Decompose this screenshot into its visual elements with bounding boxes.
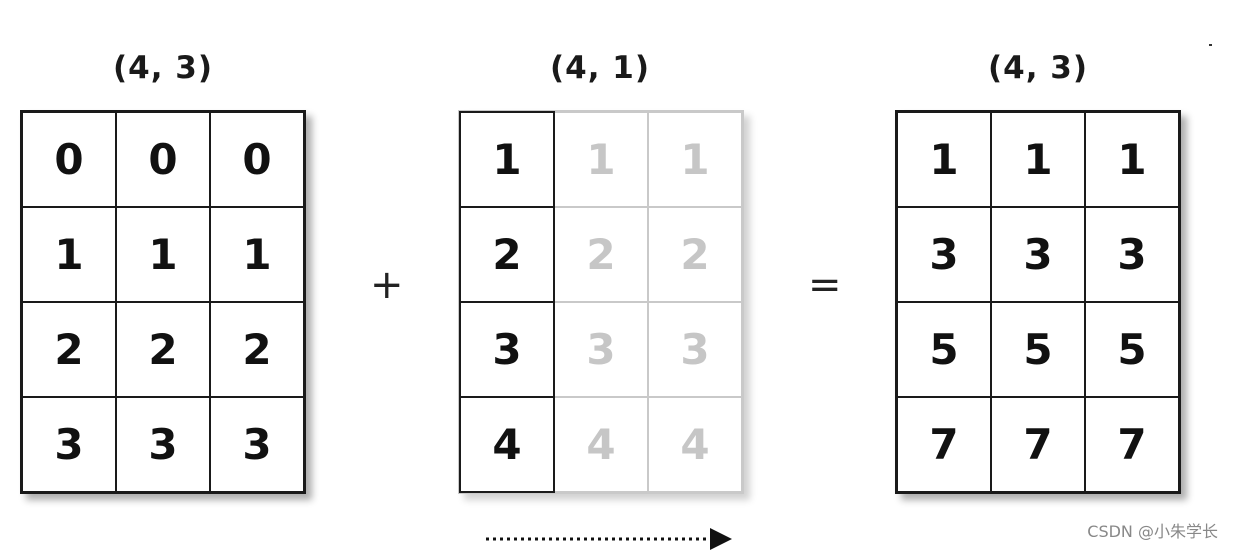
left-cell-r0-c1: 0 <box>115 111 211 208</box>
result-cell-r0-c0: 1 <box>896 111 992 208</box>
result-cell-r1-c2: 3 <box>1084 206 1180 303</box>
left-cell-r1-c1: 1 <box>115 206 211 303</box>
middle-cell-r2-solid: 3 <box>459 301 555 398</box>
middle-cell-r2-broadcast-2: 3 <box>647 301 743 398</box>
left-cell-r2-c1: 2 <box>115 301 211 398</box>
result-cell-r0-c1: 1 <box>990 111 1086 208</box>
middle-cell-r3-broadcast-2: 4 <box>647 396 743 493</box>
result-array-grid: 1 1 1 3 3 3 5 5 5 7 7 7 <box>895 110 1181 494</box>
result-cell-r3-c2: 7 <box>1084 396 1180 493</box>
result-cell-r3-c1: 7 <box>990 396 1086 493</box>
result-cell-r1-c0: 3 <box>896 206 992 303</box>
result-cell-r2-c0: 5 <box>896 301 992 398</box>
watermark: CSDN @小朱学长 <box>1087 522 1218 541</box>
left-cell-r3-c2: 3 <box>209 396 305 493</box>
left-cell-r2-c2: 2 <box>209 301 305 398</box>
left-cell-r1-c2: 1 <box>209 206 305 303</box>
middle-cell-r0-solid: 1 <box>459 111 555 208</box>
left-array-grid: 0 0 0 1 1 1 2 2 2 3 3 3 <box>20 110 306 494</box>
middle-cell-r1-broadcast-1: 2 <box>553 206 649 303</box>
left-cell-r2-c0: 2 <box>21 301 117 398</box>
left-cell-r1-c0: 1 <box>21 206 117 303</box>
plus-sign: + <box>370 262 404 308</box>
left-cell-r0-c0: 0 <box>21 111 117 208</box>
middle-cell-r1-solid: 2 <box>459 206 555 303</box>
middle-cell-r2-broadcast-1: 3 <box>553 301 649 398</box>
result-cell-r2-c2: 5 <box>1084 301 1180 398</box>
middle-cell-r1-broadcast-2: 2 <box>647 206 743 303</box>
dotted-right-arrow-icon <box>486 528 732 550</box>
result-cell-r3-c0: 7 <box>896 396 992 493</box>
result-cell-r1-c1: 3 <box>990 206 1086 303</box>
result-array-shape-label: (4, 3) <box>987 50 1089 86</box>
left-array-shape-label: (4, 3) <box>112 50 214 86</box>
left-cell-r0-c2: 0 <box>209 111 305 208</box>
left-cell-r3-c0: 3 <box>21 396 117 493</box>
corner-dot-mark <box>1209 44 1212 46</box>
equals-sign: = <box>808 262 842 308</box>
middle-cell-r0-broadcast-1: 1 <box>553 111 649 208</box>
middle-cell-r3-solid: 4 <box>459 396 555 493</box>
middle-array-shape-label: (4, 1) <box>549 50 651 86</box>
result-cell-r2-c1: 5 <box>990 301 1086 398</box>
middle-cell-r3-broadcast-1: 4 <box>553 396 649 493</box>
middle-cell-r0-broadcast-2: 1 <box>647 111 743 208</box>
left-cell-r3-c1: 3 <box>115 396 211 493</box>
middle-array-grid: 1 1 1 2 2 2 3 3 3 4 4 4 <box>458 110 744 494</box>
result-cell-r0-c2: 1 <box>1084 111 1180 208</box>
